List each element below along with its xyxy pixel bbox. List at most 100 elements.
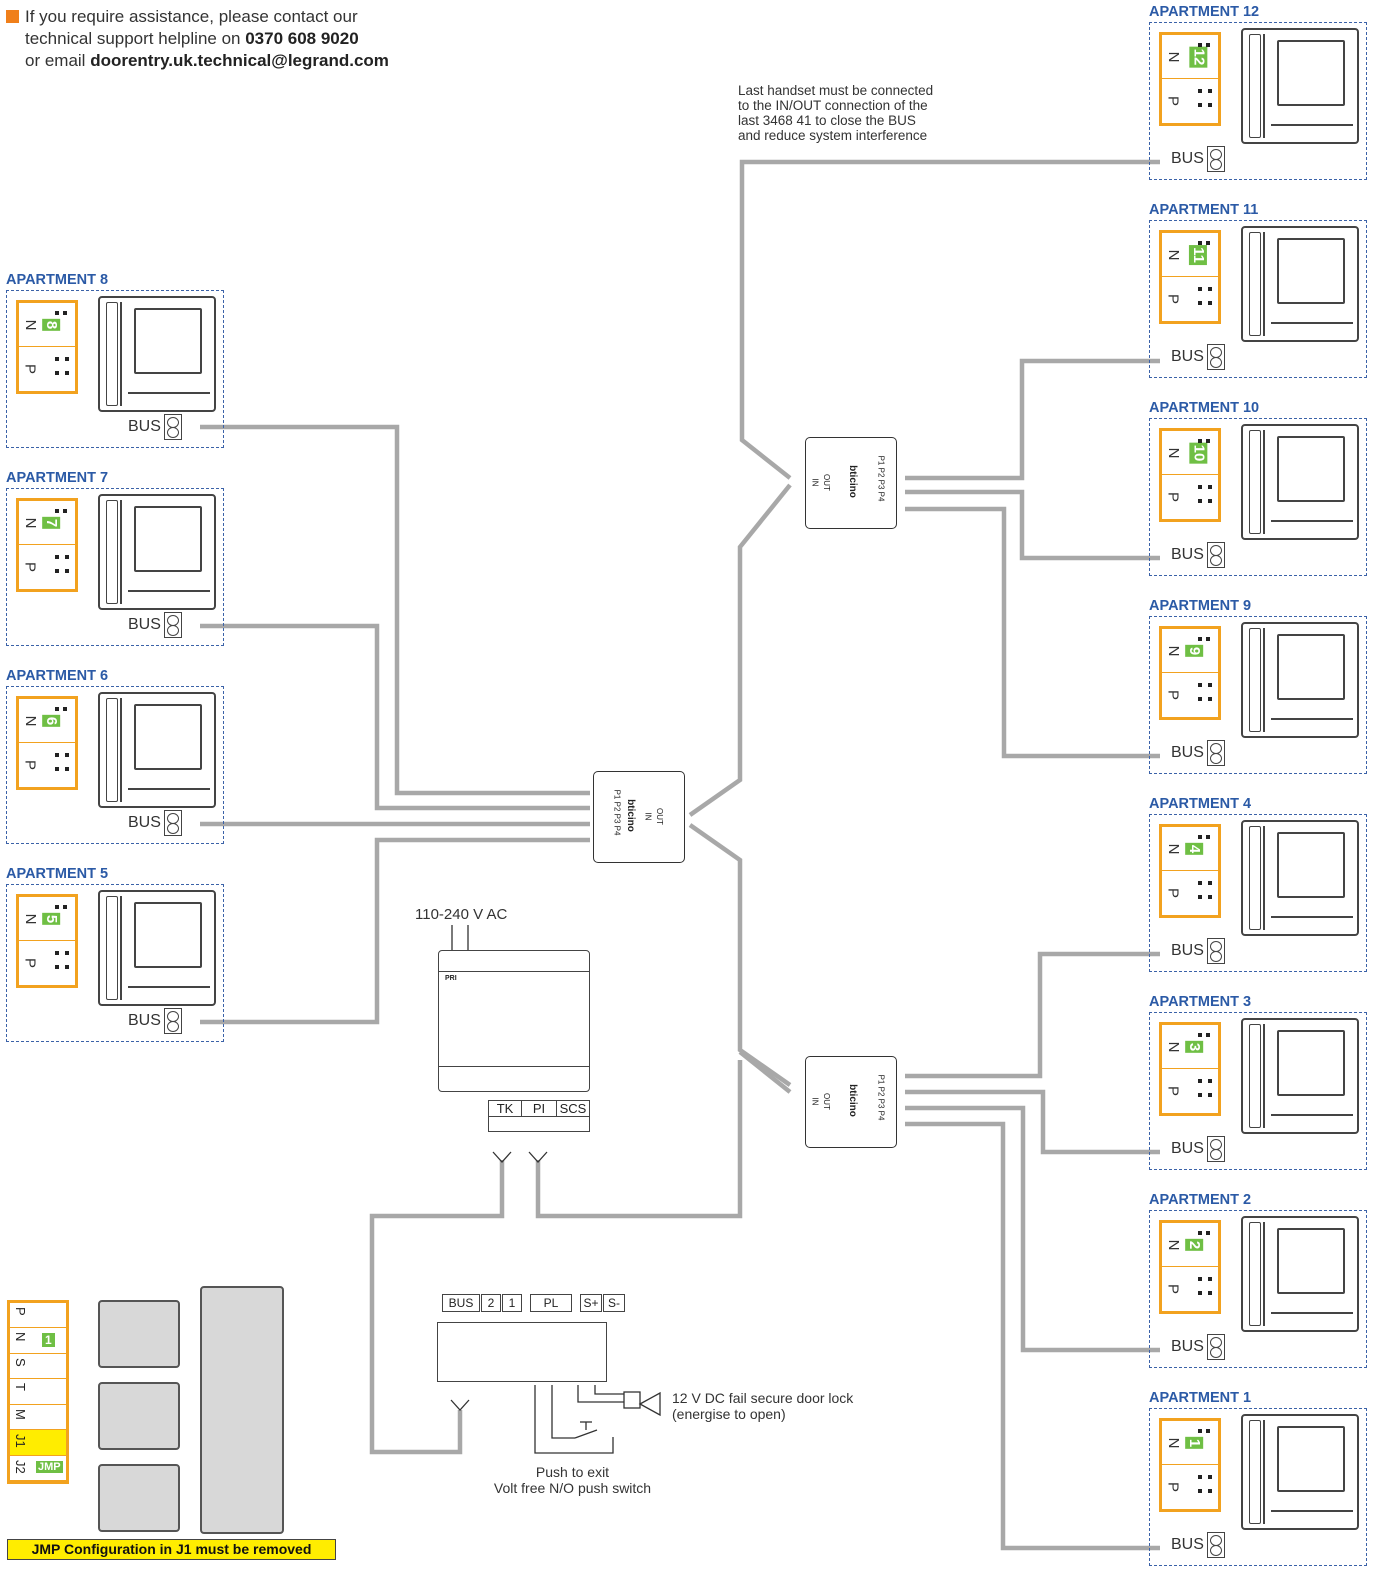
- screw-terminal-icon: [1206, 938, 1225, 964]
- distributor-central: bticino P1 P2 P3 P4 IN OUT: [593, 771, 685, 863]
- wire-pi: [535, 1060, 743, 1219]
- support-email[interactable]: doorentry.uk.technical@legrand.com: [90, 51, 389, 70]
- config-row-p: P: [1162, 1069, 1218, 1113]
- config-row-p: P: [1162, 871, 1218, 915]
- config-label-p: P: [21, 957, 39, 969]
- button-module: [98, 1382, 180, 1450]
- handset-divider: [1271, 1312, 1353, 1314]
- handset-earpiece: [106, 896, 118, 1000]
- panel-rear-view: [200, 1286, 284, 1534]
- screw-terminal-icon: [1206, 146, 1225, 172]
- apartment-title: APARTMENT 9: [1149, 598, 1252, 614]
- apartment-box: [1149, 220, 1367, 378]
- config-dots: [1198, 637, 1212, 667]
- wire-central-upper: [688, 483, 792, 817]
- bus-label: BUS: [1171, 150, 1204, 168]
- handset-edge: [120, 302, 122, 406]
- screw-terminal-icon: [1206, 740, 1225, 766]
- config-dots: [55, 951, 69, 981]
- wire-apt10: [905, 489, 1160, 561]
- handset-screen: [1277, 1030, 1345, 1096]
- config-dots: [55, 707, 69, 737]
- power-supply: PRI: [438, 950, 590, 1092]
- config-label-n: N: [1164, 1041, 1182, 1052]
- apartment-title: APARTMENT 12: [1149, 4, 1260, 20]
- config-row-p: P: [19, 743, 75, 787]
- apartment-box: [1149, 22, 1367, 180]
- config-label-p: P: [1164, 887, 1182, 899]
- wire-apt12: [739, 159, 1160, 480]
- handset-divider: [128, 590, 210, 592]
- apartment-box: [1149, 418, 1367, 576]
- bus-terminal: BUS: [128, 414, 182, 440]
- panel-config-row: S: [10, 1354, 66, 1380]
- supply-voltage-label: 110-240 V AC: [415, 906, 508, 923]
- bus-terminal: BUS: [1171, 1136, 1225, 1162]
- config-dots: [55, 509, 69, 539]
- apartment-box: [1149, 1408, 1367, 1566]
- panel-config-row: T: [10, 1379, 66, 1405]
- handset-earpiece: [1249, 1420, 1261, 1524]
- panel-config-label: J1: [13, 1434, 28, 1448]
- panel-terminal-label: 1: [502, 1294, 522, 1312]
- config-row-p: P: [1162, 277, 1218, 321]
- config-label-p: P: [1164, 1283, 1182, 1295]
- config-dots: [55, 753, 69, 783]
- config-dots: [1198, 881, 1212, 911]
- config-dots: [55, 311, 69, 341]
- screw-terminal-icon: [163, 810, 182, 836]
- terminal-scs: SCS: [559, 1101, 587, 1116]
- wire-apt1: [905, 1121, 1160, 1551]
- config-label-p: P: [1164, 1481, 1182, 1493]
- wire-apt7: [200, 623, 590, 811]
- apartment-title: APARTMENT 5: [6, 866, 109, 882]
- handset-screen: [134, 902, 202, 968]
- apartment-box: [1149, 1012, 1367, 1170]
- bus-label: BUS: [1171, 744, 1204, 762]
- supply-screw-row: [488, 1117, 590, 1132]
- config-label-n: N: [1164, 1437, 1182, 1448]
- handset-earpiece: [1249, 1024, 1261, 1128]
- config-dots: [1198, 1475, 1212, 1505]
- panel-config-label: M: [13, 1408, 28, 1420]
- config-label-n: N: [21, 913, 39, 924]
- bus-terminal: BUS: [128, 612, 182, 638]
- handset-edge: [1263, 1420, 1265, 1524]
- handset-screen: [1277, 436, 1345, 502]
- config-label-p: P: [21, 759, 39, 771]
- config-label-n: N: [21, 319, 39, 330]
- handset-screen: [1277, 634, 1345, 700]
- handset-divider: [1271, 1114, 1353, 1116]
- handset-screen: [1277, 832, 1345, 898]
- config-dots: [1198, 287, 1212, 317]
- exit-switch-label: Push to exit Volt free N/O push switch: [493, 1464, 652, 1496]
- config-dots: [1198, 1429, 1212, 1459]
- bus-terminal: BUS: [1171, 1532, 1225, 1558]
- panel-terminal-label: 2: [481, 1294, 501, 1312]
- panel-config-label: T: [13, 1383, 28, 1392]
- last-handset-note: Last handset must be connected to the IN…: [738, 83, 934, 143]
- config-dots: [1198, 1231, 1212, 1261]
- wire-apt4: [905, 951, 1160, 1079]
- config-dots: [1198, 241, 1212, 271]
- video-handset: [98, 692, 216, 808]
- support-phone[interactable]: 0370 608 9020: [245, 29, 359, 48]
- panel-config-label: P: [13, 1307, 28, 1316]
- config-label-p: P: [1164, 293, 1182, 305]
- config-dots: [55, 905, 69, 935]
- config-dots: [55, 357, 69, 387]
- video-handset: [98, 494, 216, 610]
- panel-address-number: 1: [42, 1333, 55, 1348]
- wire-apt3: [905, 1089, 1160, 1155]
- apartment-title: APARTMENT 3: [1149, 994, 1252, 1010]
- panel-terminal-label: PL: [530, 1294, 572, 1312]
